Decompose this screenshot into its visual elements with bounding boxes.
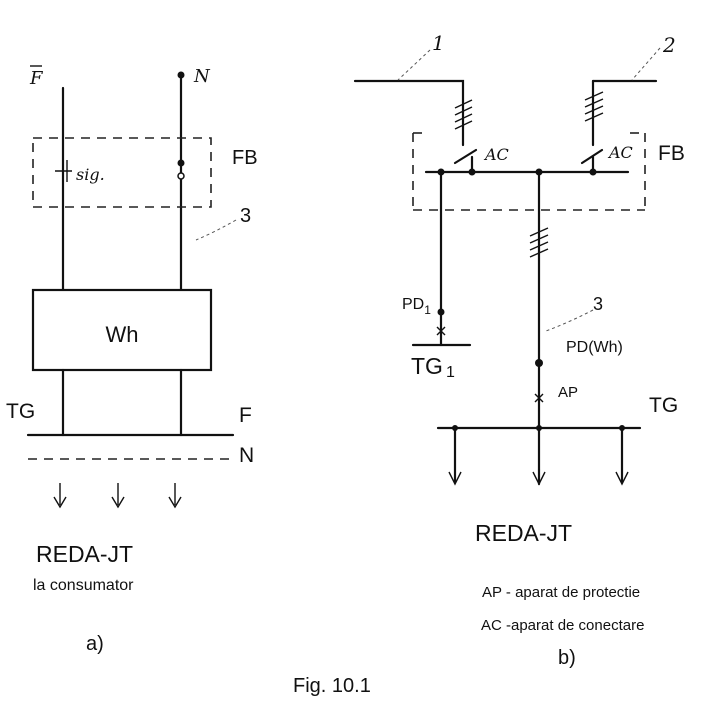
hatch-marks-1 <box>454 99 473 130</box>
hatch-marks-feeder <box>529 227 549 258</box>
label-pd-wh: PD(Wh) <box>566 339 623 356</box>
label-sig: sig. <box>76 165 105 184</box>
label-fb-b: FB <box>658 142 685 165</box>
label-3-b: 3 <box>593 294 603 314</box>
caption-a: a) <box>86 633 104 655</box>
neutral-link-open <box>177 172 185 180</box>
meter-label: Wh <box>106 322 139 347</box>
pd1-cross <box>436 326 446 336</box>
label-ac-left: AC <box>483 145 509 164</box>
tg-node <box>536 425 542 431</box>
ap-cross <box>534 393 544 403</box>
leader-1 <box>397 49 431 81</box>
ac-switch-right <box>580 148 604 165</box>
fb-box <box>32 137 212 208</box>
neutral-terminal-dot <box>177 71 185 79</box>
meter-box <box>31 288 213 372</box>
caption-b: b) <box>558 647 576 669</box>
consumer-arrow <box>111 483 125 509</box>
label-n-bus: N <box>239 444 254 467</box>
bus-node <box>589 168 597 176</box>
fuse-symbol <box>55 160 72 182</box>
label-fb-a: FB <box>232 147 258 169</box>
label-n-top: N <box>193 66 211 87</box>
label-1: 1 <box>432 31 445 55</box>
neutral-link-dot <box>177 159 185 167</box>
title-b: REDA-JT <box>475 520 572 546</box>
label-tg-b: TG <box>649 394 678 417</box>
fb-box-b <box>412 132 646 211</box>
incoming-line-1 <box>353 79 465 147</box>
ac-switch-left <box>453 148 478 165</box>
leader-2 <box>631 47 661 81</box>
leader-3-b <box>545 309 594 332</box>
bus-node <box>468 168 476 176</box>
title-a: REDA-JT <box>36 541 133 567</box>
consumer-arrow <box>168 483 182 509</box>
figure-caption: Fig. 10.1 <box>293 675 371 697</box>
legend-ap: AP - aparat de protectie <box>482 584 640 601</box>
label-3-a: 3 <box>240 205 251 227</box>
label-pd1: PD1 <box>402 296 431 317</box>
legend-ac: AC -aparat de conectare <box>481 617 644 634</box>
diagram-a: F N FB sig. 3 Wh TG F N REDA-JT la consu… <box>6 65 258 655</box>
label-2: 2 <box>662 33 676 57</box>
label-tg-a: TG <box>6 400 35 423</box>
outgoing-arrow <box>532 468 546 486</box>
label-f-top: F <box>29 68 44 89</box>
consumer-arrow <box>53 483 67 509</box>
pd-wh-dot <box>535 359 543 367</box>
label-f-bus: F <box>239 404 252 427</box>
subtitle-a: la consumator <box>33 577 134 594</box>
hatch-marks-2 <box>584 91 604 122</box>
outgoing-arrow <box>615 426 629 486</box>
label-ap: AP <box>558 384 578 401</box>
leader-3-a <box>195 219 237 241</box>
pd1-dot <box>437 308 445 316</box>
label-ac-right: AC <box>607 143 633 162</box>
outgoing-arrow <box>448 426 462 486</box>
